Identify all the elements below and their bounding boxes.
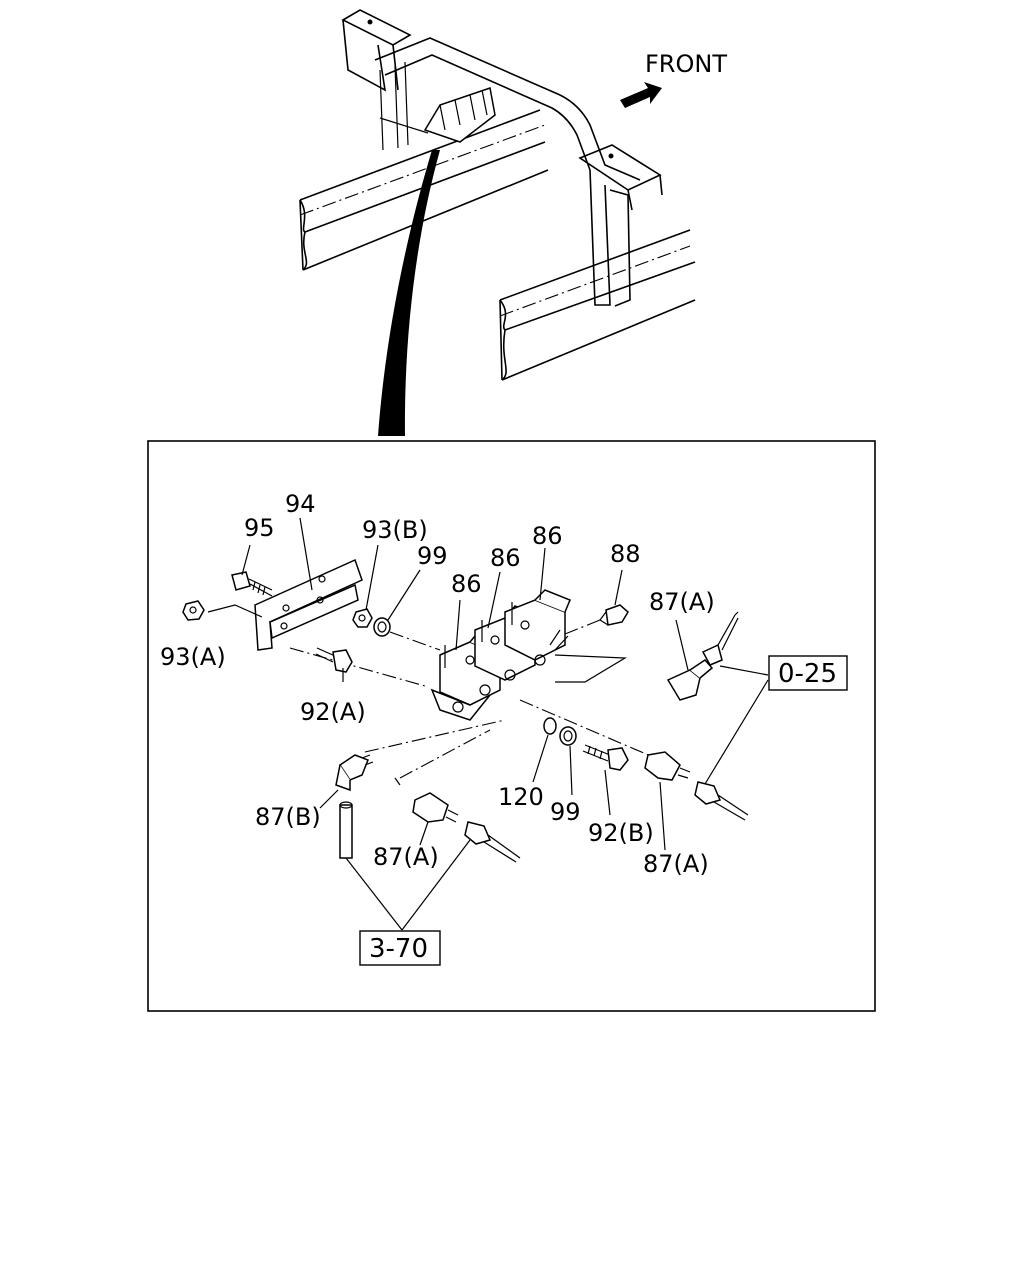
callout-95: 95 [244, 514, 275, 542]
vehicle-frame-overview [299, 9, 696, 436]
arrow-right-icon [620, 82, 662, 108]
callout-86-b: 86 [490, 544, 521, 572]
callout-92a: 92(A) [300, 698, 366, 726]
callout-87a-right: 87(A) [643, 850, 709, 878]
callout-86-a: 86 [451, 570, 482, 598]
exploded-parts-view [182, 558, 749, 863]
callout-93b: 93(B) [362, 516, 428, 544]
callout-87b: 87(B) [255, 803, 321, 831]
callout-99-bottom: 99 [550, 798, 581, 826]
callout-87a-mid: 87(A) [373, 843, 439, 871]
callout-120: 120 [498, 783, 544, 811]
front-label: FRONT [645, 50, 727, 78]
reference-label-0-25: 0-25 [778, 659, 837, 689]
leader-lines [241, 517, 769, 931]
reference-box-3-70[interactable]: 3-70 [359, 930, 441, 966]
detail-view-frame [147, 440, 876, 1012]
reference-label-3-70: 3-70 [369, 934, 428, 964]
callout-88: 88 [610, 540, 641, 568]
callout-99-top: 99 [417, 542, 448, 570]
callout-93a: 93(A) [160, 643, 226, 671]
callout-87a-top: 87(A) [649, 588, 715, 616]
callout-92b: 92(B) [588, 819, 654, 847]
callout-86-c: 86 [532, 522, 563, 550]
callout-94: 94 [285, 490, 316, 518]
valve-block-assembly [430, 589, 571, 721]
reference-box-0-25[interactable]: 0-25 [768, 655, 848, 691]
